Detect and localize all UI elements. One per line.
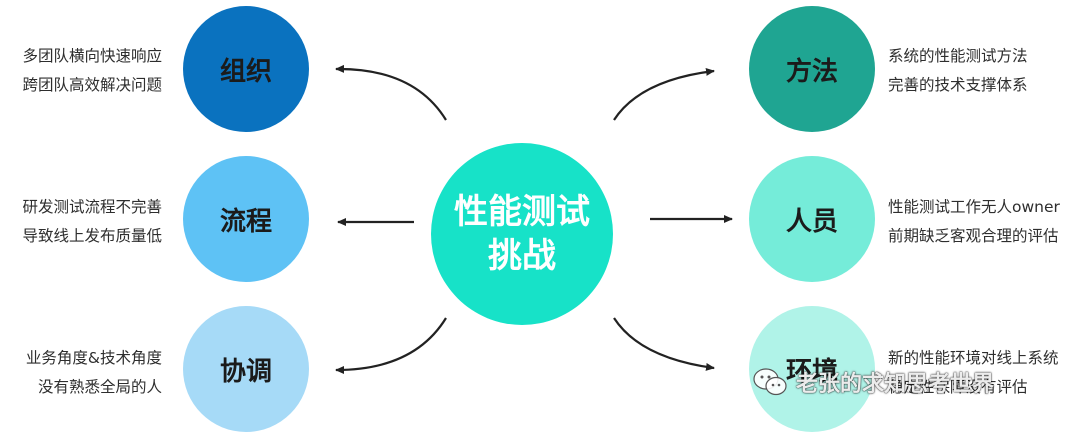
desc-environment-line1: 新的性能环境对线上系统 bbox=[888, 349, 1059, 367]
desc-method: 系统的性能测试方法 完善的技术支撑体系 bbox=[888, 42, 1028, 100]
desc-environment: 新的性能环境对线上系统 稳定性保障没有评估 bbox=[888, 344, 1059, 402]
arrow-to-coordination bbox=[335, 317, 447, 374]
node-method-label: 方法 bbox=[785, 56, 838, 87]
center-node: 性能测试 挑战 bbox=[431, 143, 613, 325]
node-personnel: 人员 bbox=[749, 156, 875, 282]
node-process: 流程 bbox=[183, 156, 309, 282]
desc-process-line1: 研发测试流程不完善 bbox=[22, 198, 162, 216]
wechat-icon bbox=[753, 368, 787, 396]
desc-method-line1: 系统的性能测试方法 bbox=[888, 47, 1028, 65]
desc-organization-line2: 跨团队高效解决问题 bbox=[22, 76, 162, 94]
desc-personnel: 性能测试工作无人owner 前期缺乏客观合理的评估 bbox=[888, 193, 1060, 251]
center-title-line2: 挑战 bbox=[488, 236, 556, 276]
desc-organization: 多团队横向快速响应 跨团队高效解决问题 bbox=[22, 42, 162, 100]
watermark: 老张的求知思考世界 bbox=[752, 366, 994, 398]
desc-environment-line2: 稳定性保障没有评估 bbox=[888, 378, 1028, 396]
desc-organization-line1: 多团队横向快速响应 bbox=[22, 47, 162, 65]
desc-personnel-line1: 性能测试工作无人owner bbox=[888, 198, 1060, 216]
node-coordination: 协调 bbox=[183, 306, 309, 432]
node-personnel-label: 人员 bbox=[785, 206, 838, 237]
node-coordination-label: 协调 bbox=[219, 356, 272, 387]
desc-coordination-line1: 业务角度&技术角度 bbox=[25, 349, 162, 367]
watermark-text: 老张的求知思考世界 bbox=[796, 372, 995, 397]
desc-coordination-line2: 没有熟悉全局的人 bbox=[37, 378, 162, 396]
node-organization: 组织 bbox=[183, 6, 309, 132]
center-title-line1: 性能测试 bbox=[454, 192, 590, 232]
arrow-to-method bbox=[613, 67, 715, 121]
desc-coordination: 业务角度&技术角度 没有熟悉全局的人 bbox=[26, 344, 162, 402]
node-method: 方法 bbox=[749, 6, 875, 132]
node-organization-label: 组织 bbox=[219, 56, 272, 87]
desc-process: 研发测试流程不完善 导致线上发布质量低 bbox=[22, 193, 162, 251]
desc-method-line2: 完善的技术支撑体系 bbox=[888, 76, 1028, 94]
node-process-label: 流程 bbox=[219, 206, 272, 237]
desc-process-line2: 导致线上发布质量低 bbox=[22, 227, 162, 245]
desc-personnel-line2: 前期缺乏客观合理的评估 bbox=[888, 227, 1059, 245]
arrow-to-organization bbox=[335, 64, 447, 121]
node-environment-label: 环境 bbox=[785, 356, 838, 387]
arrow-to-environment bbox=[613, 317, 715, 371]
